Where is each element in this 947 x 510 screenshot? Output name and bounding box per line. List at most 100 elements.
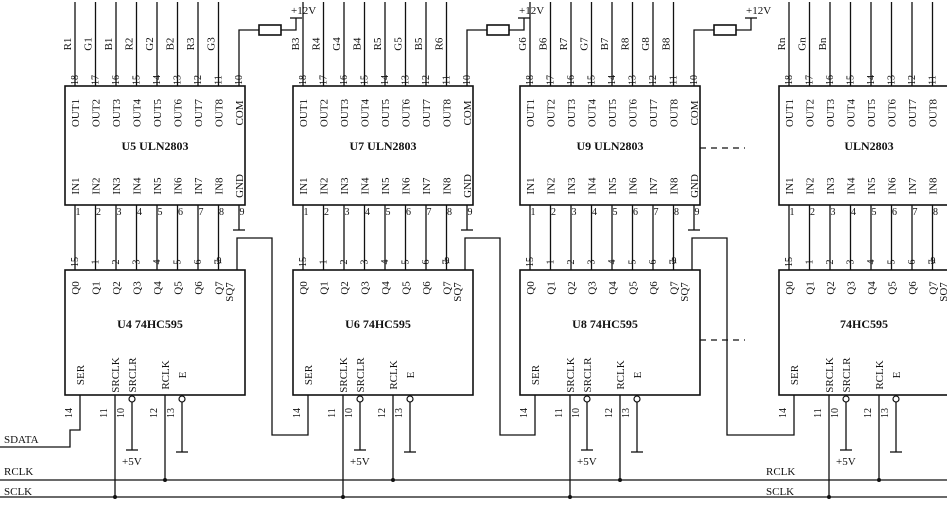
vcc12-label: +12V [746,5,771,17]
uln-out-pin-name: OUT3 [825,98,837,127]
com-wire [238,29,259,64]
hc595-q-pin-name: Q4 [607,281,619,295]
uln-out-pin-name: OUT6 [887,98,899,127]
resistor [258,24,282,36]
hc595-q-pin-number: 1 [319,260,330,265]
uln-in-pin-name: IN1 [70,177,82,194]
uln-in-pin-name: IN3 [566,177,578,195]
uln-in-pin-number: 7 [913,207,918,218]
hc595-q-pin-name: Q6 [648,281,660,295]
led-output-label: R5 [372,37,384,50]
uln-out-pin-number: 12 [907,75,918,85]
rclk-label: RCLK [4,466,33,478]
uln-out-pin-number: 10 [689,75,700,85]
hc595-q-pin-name: Q3 [846,281,858,295]
uln-in-pin-number: 4 [851,207,856,218]
uln-in-pin-name: IN8 [214,177,226,195]
hc595-q-pin-number: 3 [132,260,143,265]
hc595-q-pin-name: Q1 [319,281,331,294]
hc595-q-pin-number: 6 [193,260,204,265]
hc595-srclk-pin-name: SRCLK [824,357,836,393]
uln2803-chip [64,85,246,206]
hc595-rclk-pin-name: RCLK [160,360,172,389]
wires [0,2,947,498]
uln2803-label: ULN2803 [844,139,893,153]
uln-out-pin-number: 18 [525,75,536,85]
hc595-label: U4 74HC595 [117,317,183,331]
uln-in-pin-number: 5 [613,207,618,218]
led-output-label: R1 [62,38,74,51]
uln-out-pin-name: COM [234,100,246,125]
led-output-label: R4 [311,37,323,50]
srclr-inversion-bubble [128,395,136,403]
hc595-q-pin-number: 5 [628,260,639,265]
uln-out-pin-name: OUT2 [546,99,558,127]
uln-in-pin-name: IN6 [887,177,899,195]
led-output-label: Rn [776,37,788,50]
cascade-wire [464,237,536,436]
uln-in-pin-name: IN7 [907,177,919,195]
sq7-pin-number: 9 [672,256,677,267]
com-wire [281,18,297,31]
hc595-q-pin-number: 6 [648,260,659,265]
com-wire [736,18,752,31]
uln-in-pin-number: 8 [933,207,938,218]
uln-in-pin-number: 6 [633,207,638,218]
uln2803-label: U5 ULN2803 [121,139,188,153]
hc595-rclk-pin-name: RCLK [874,360,886,389]
uln-in-pin-number: 1 [790,207,795,218]
uln-out-pin-number: 18 [70,75,81,85]
uln-out-pin-name: OUT8 [214,98,226,127]
led-output-label: B8 [661,37,673,50]
hc595-q-pin-name: Q2 [111,281,123,294]
led-output-label: R2 [124,38,136,51]
hc595-srclr-pin-name: SRCLR [582,357,594,393]
junction-dot [827,495,831,499]
uln-in-pin-name: IN3 [111,177,123,195]
hc595-srclr-pin-number: 10 [344,408,355,418]
uln-out-pin-number: 16 [566,75,577,85]
uln-in-pin-name: IN6 [401,177,413,195]
srclr-inversion-bubble [356,395,364,403]
uln-out-pin-number: 17 [546,75,557,85]
uln-out-pin-number: 11 [442,75,453,85]
uln-out-pin-number: 13 [628,75,639,85]
hc595-q-pin-name: Q5 [887,281,899,295]
hc595-e-pin-number: 13 [166,408,177,418]
hc595-q-pin-number: 7 [928,260,939,265]
hc595-q-pin-number: 4 [152,260,163,265]
hc595-q-pin-number: 3 [360,260,371,265]
sq7-pin-name: SQ7 [938,282,947,302]
uln2803-label: U9 ULN2803 [576,139,643,153]
hc595-rclk-pin-number: 12 [863,408,874,418]
vcc5-label: +5V [836,456,856,468]
uln-out-pin-name: OUT2 [805,99,817,127]
uln-in-pin-number: 2 [96,207,101,218]
hc595-q-pin-number: 2 [111,260,122,265]
hc595-rclk-pin-number: 12 [149,408,160,418]
uln-in-pin-name: IN8 [669,177,681,195]
sq7-pin-name: SQ7 [224,282,236,302]
cascade-wire [691,237,795,436]
uln-in-pin-name: IN8 [928,177,940,195]
hc595-chip [64,269,246,396]
uln-out-pin-number: 16 [111,75,122,85]
hc595-e-pin-number: 13 [621,408,632,418]
hc595-q-pin-number: 4 [607,260,618,265]
uln-out-pin-number: 13 [887,75,898,85]
uln-out-pin-name: OUT2 [91,99,103,127]
hc595-ser-pin-number: 14 [292,408,303,418]
led-output-label: R7 [558,37,570,50]
hc595-e-pin-name: E [405,371,417,378]
uln-in-pin-number: 2 [551,207,556,218]
hc595-q-pin-name: Q2 [566,281,578,294]
led-output-label: B3 [290,37,302,50]
hc595-q-pin-number: 6 [907,260,918,265]
uln-in-pin-number: 6 [178,207,183,218]
hc595-rclk-pin-number: 12 [377,408,388,418]
uln-out-pin-name: OUT7 [421,98,433,127]
led-output-label: G5 [393,37,405,51]
resistor [713,24,737,36]
junction-dot [568,495,572,499]
